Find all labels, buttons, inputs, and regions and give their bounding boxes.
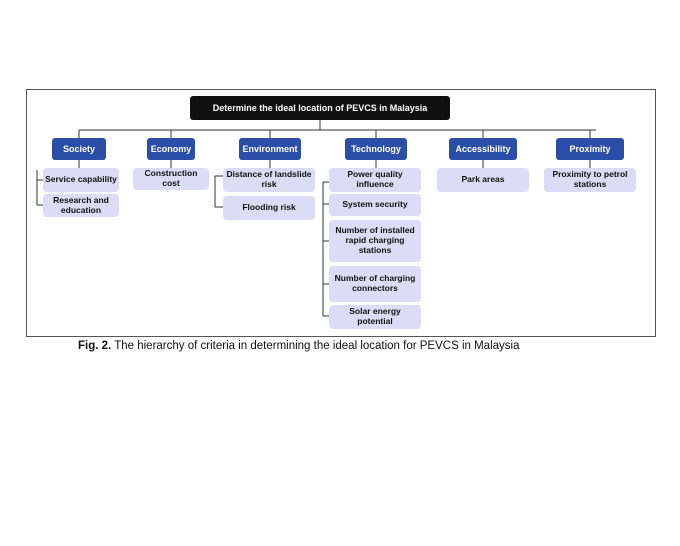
sub-petrol-stations: Proximity to petrol stations: [544, 168, 636, 192]
sub-service-capability: Service capability: [43, 168, 119, 192]
sub-system-security: System security: [329, 194, 421, 216]
category-society: Society: [52, 138, 106, 160]
sub-construction-cost: Construction cost: [133, 168, 209, 190]
sub-flooding-risk: Flooding risk: [223, 196, 315, 220]
category-technology: Technology: [345, 138, 407, 160]
connector-lines: [36, 120, 596, 317]
category-proximity: Proximity: [556, 138, 624, 160]
caption-text: The hierarchy of criteria in determining…: [111, 340, 520, 352]
sub-rapid-charging-stations: Number of installed rapid charging stati…: [329, 220, 421, 262]
category-economy: Economy: [147, 138, 195, 160]
hierarchy-diagram: Determine the ideal location of PEVCS in…: [26, 89, 656, 337]
figure-caption: Fig. 2. The hierarchy of criteria in det…: [78, 340, 618, 352]
root-node: Determine the ideal location of PEVCS in…: [190, 96, 450, 120]
sub-park-areas: Park areas: [437, 168, 529, 192]
caption-prefix: Fig. 2.: [78, 340, 112, 352]
category-environment: Environment: [239, 138, 301, 160]
sub-solar-energy: Solar energy potential: [329, 305, 421, 329]
sub-landslide-risk: Distance of landslide risk: [223, 168, 315, 192]
category-accessibility: Accessibility: [449, 138, 517, 160]
sub-research-education: Research and education: [43, 194, 119, 217]
sub-power-quality: Power quality influence: [329, 168, 421, 192]
sub-charging-connectors: Number of charging connectors: [329, 266, 421, 302]
